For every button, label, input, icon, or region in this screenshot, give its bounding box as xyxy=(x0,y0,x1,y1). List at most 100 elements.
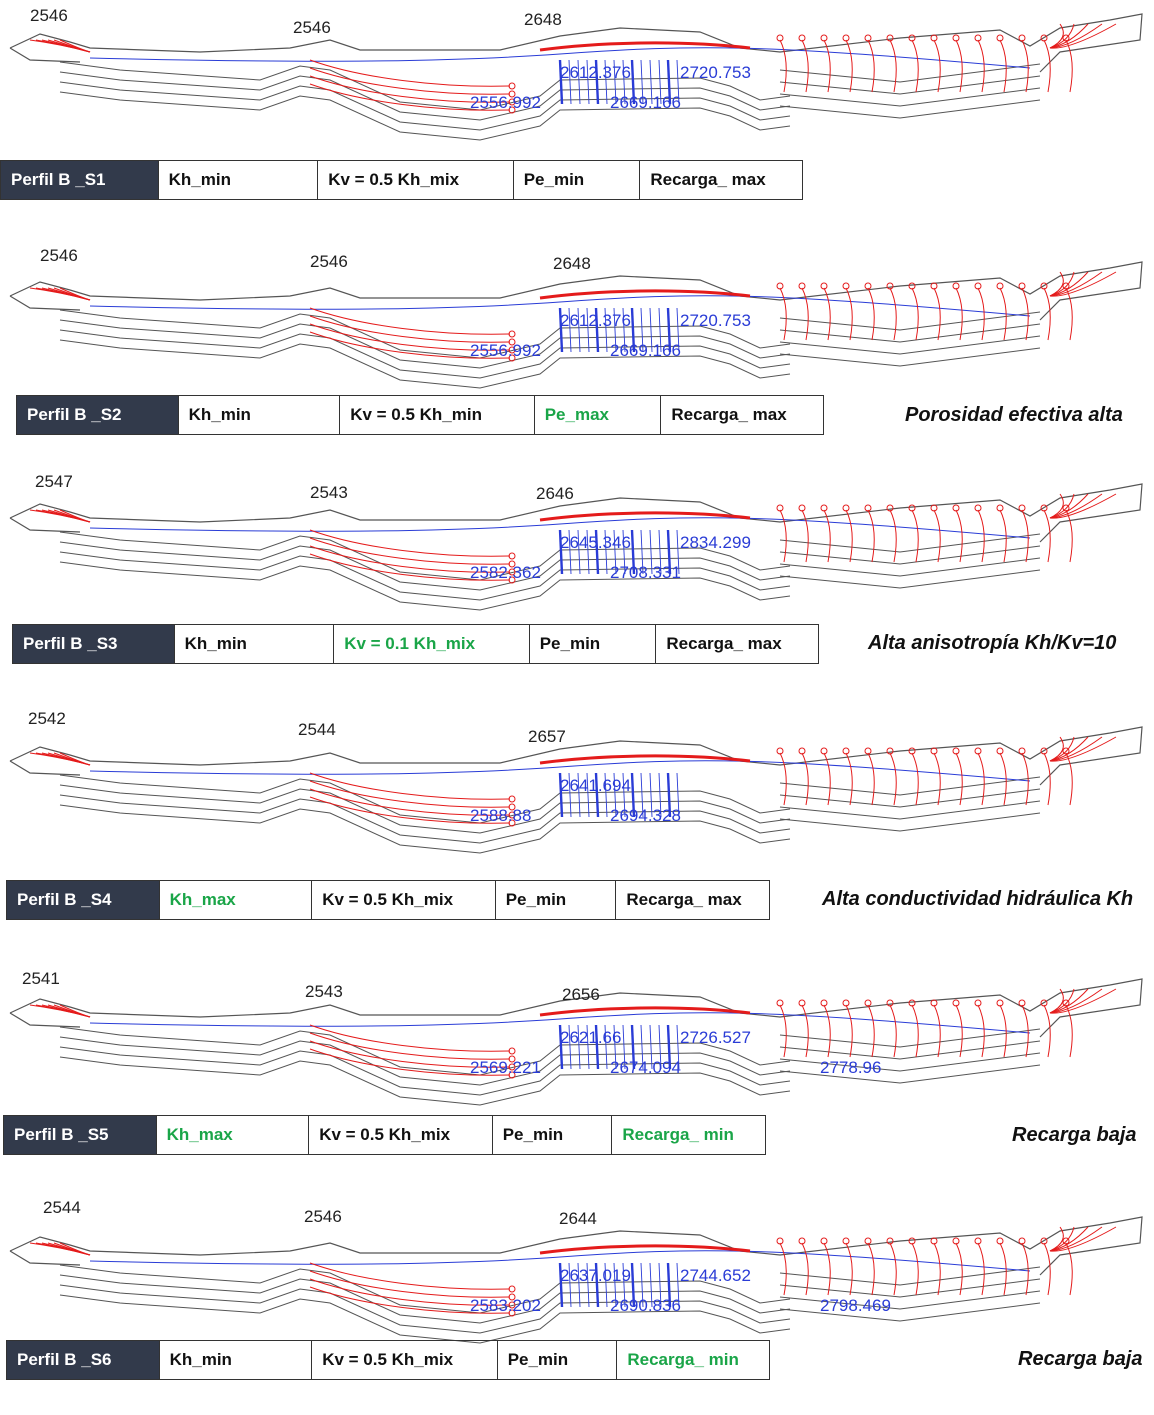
flow-line xyxy=(955,1242,963,1296)
kh-cell: Kh_max xyxy=(160,881,313,919)
flow-line xyxy=(309,59,511,87)
elevation-label-left: 2544 xyxy=(43,1198,81,1217)
pe-cell: Pe_min xyxy=(496,881,617,919)
flow-line xyxy=(1049,23,1117,49)
ground-surface-line xyxy=(9,978,1143,1038)
water-table-line xyxy=(89,1250,1031,1272)
flow-line xyxy=(1043,39,1051,93)
recharge-point xyxy=(930,1237,938,1245)
recharge-point xyxy=(1040,999,1048,1007)
flow-line xyxy=(309,545,511,573)
recharge-point xyxy=(996,282,1004,290)
flow-line xyxy=(309,323,511,351)
ground-surface-line xyxy=(9,726,1143,786)
flow-line xyxy=(1049,736,1089,762)
equipotential-line xyxy=(594,307,600,353)
equipotential-line xyxy=(666,529,672,575)
recharge-point xyxy=(952,747,960,755)
recharge-point xyxy=(864,282,872,290)
stratigraphic-layer-line xyxy=(59,1274,791,1324)
equipotential-line xyxy=(613,1262,617,1308)
equipotential-line xyxy=(658,59,662,105)
recharge-point xyxy=(842,504,850,512)
equipotential-line xyxy=(594,772,600,818)
equipotential-line xyxy=(676,59,680,105)
equipotential-line xyxy=(594,1262,600,1308)
equipotential-line xyxy=(630,59,636,105)
recharge-point xyxy=(820,282,828,290)
recarga-cell: Recarga_ min xyxy=(627,1350,739,1369)
equipotential-line xyxy=(630,529,636,575)
equipotential-line xyxy=(586,1262,590,1308)
flow-line xyxy=(933,509,941,563)
stratigraphic-layer-line xyxy=(59,1046,791,1096)
flow-line xyxy=(1021,509,1029,563)
profile-id-cell: Perfil B _S6 xyxy=(7,1341,160,1379)
elevation-label-peak: 2656 xyxy=(562,985,600,1004)
flow-line xyxy=(1021,287,1029,341)
equipotential-line xyxy=(613,307,617,353)
equipotential-line xyxy=(666,307,672,353)
flow-line xyxy=(933,287,941,341)
recharge-point xyxy=(1018,504,1026,512)
equipotential-line xyxy=(630,307,636,353)
parameter-table: Perfil B _S3 Kh_min Kv = 0.1 Kh_mix Pe_m… xyxy=(12,624,819,664)
flow-line xyxy=(1049,23,1064,49)
equipotential-line xyxy=(577,307,581,353)
elevation-label-left: 2546 xyxy=(40,246,78,265)
discharge-point xyxy=(508,552,516,560)
equipotential-line xyxy=(622,307,626,353)
equipotential-line xyxy=(649,529,653,575)
elevation-label-left: 2541 xyxy=(22,969,60,988)
flow-line xyxy=(59,39,91,53)
scenario-caption: Recarga baja xyxy=(1012,1124,1137,1146)
stratigraphic-layer-line xyxy=(59,1284,791,1334)
recharge-point xyxy=(820,999,828,1007)
flow-line xyxy=(1043,509,1051,563)
kh-cell: Kh_min xyxy=(179,396,341,434)
equipotential-value-label: 2674.094 xyxy=(610,1058,681,1077)
recharge-point xyxy=(974,34,982,42)
equipotential-line xyxy=(666,59,672,105)
flow-line xyxy=(801,287,809,341)
flow-line xyxy=(1049,988,1089,1014)
equipotential-line xyxy=(558,307,564,353)
recharge-point xyxy=(1040,34,1048,42)
flow-line xyxy=(1049,271,1103,297)
recharge-point xyxy=(908,282,916,290)
scenario-caption: Alta conductividad hidráulica Kh xyxy=(822,888,1134,910)
stratigraphic-layer-line xyxy=(779,347,1041,367)
stratigraphic-layer-line xyxy=(779,1028,1041,1048)
equipotential-line xyxy=(577,59,581,105)
stratigraphic-layer-line xyxy=(779,1040,1041,1060)
equipotential-line xyxy=(622,1262,626,1308)
equipotential-line xyxy=(568,529,572,575)
equipotential-value-label: 2556.992 xyxy=(470,93,541,112)
flow-line xyxy=(1049,988,1075,1014)
equipotential-line xyxy=(640,1262,644,1308)
flow-line xyxy=(1049,23,1075,49)
recharge-point xyxy=(908,504,916,512)
equipotential-line xyxy=(613,529,617,575)
water-table-line xyxy=(89,47,1031,69)
recharge-point xyxy=(1018,747,1026,755)
flow-line xyxy=(309,796,511,824)
recharge-point xyxy=(886,34,894,42)
elevation-label-left: 2542 xyxy=(28,709,66,728)
recharge-point xyxy=(952,1237,960,1245)
stratigraphic-layer-line xyxy=(779,800,1041,820)
recharge-point xyxy=(974,999,982,1007)
flow-line xyxy=(867,752,875,806)
equipotential-line xyxy=(568,1262,572,1308)
flow-line xyxy=(999,752,1007,806)
equipotential-line xyxy=(604,59,608,105)
profile-id-cell: Perfil B _S1 xyxy=(1,161,159,199)
recharge-point xyxy=(1040,504,1048,512)
elevation-label-peak: 2646 xyxy=(536,484,574,503)
parameter-table: Perfil B _S2 Kh_min Kv = 0.5 Kh_min Pe_m… xyxy=(16,395,824,435)
ground-surface-line xyxy=(9,261,1143,321)
recharge-point xyxy=(974,504,982,512)
recharge-point xyxy=(930,282,938,290)
